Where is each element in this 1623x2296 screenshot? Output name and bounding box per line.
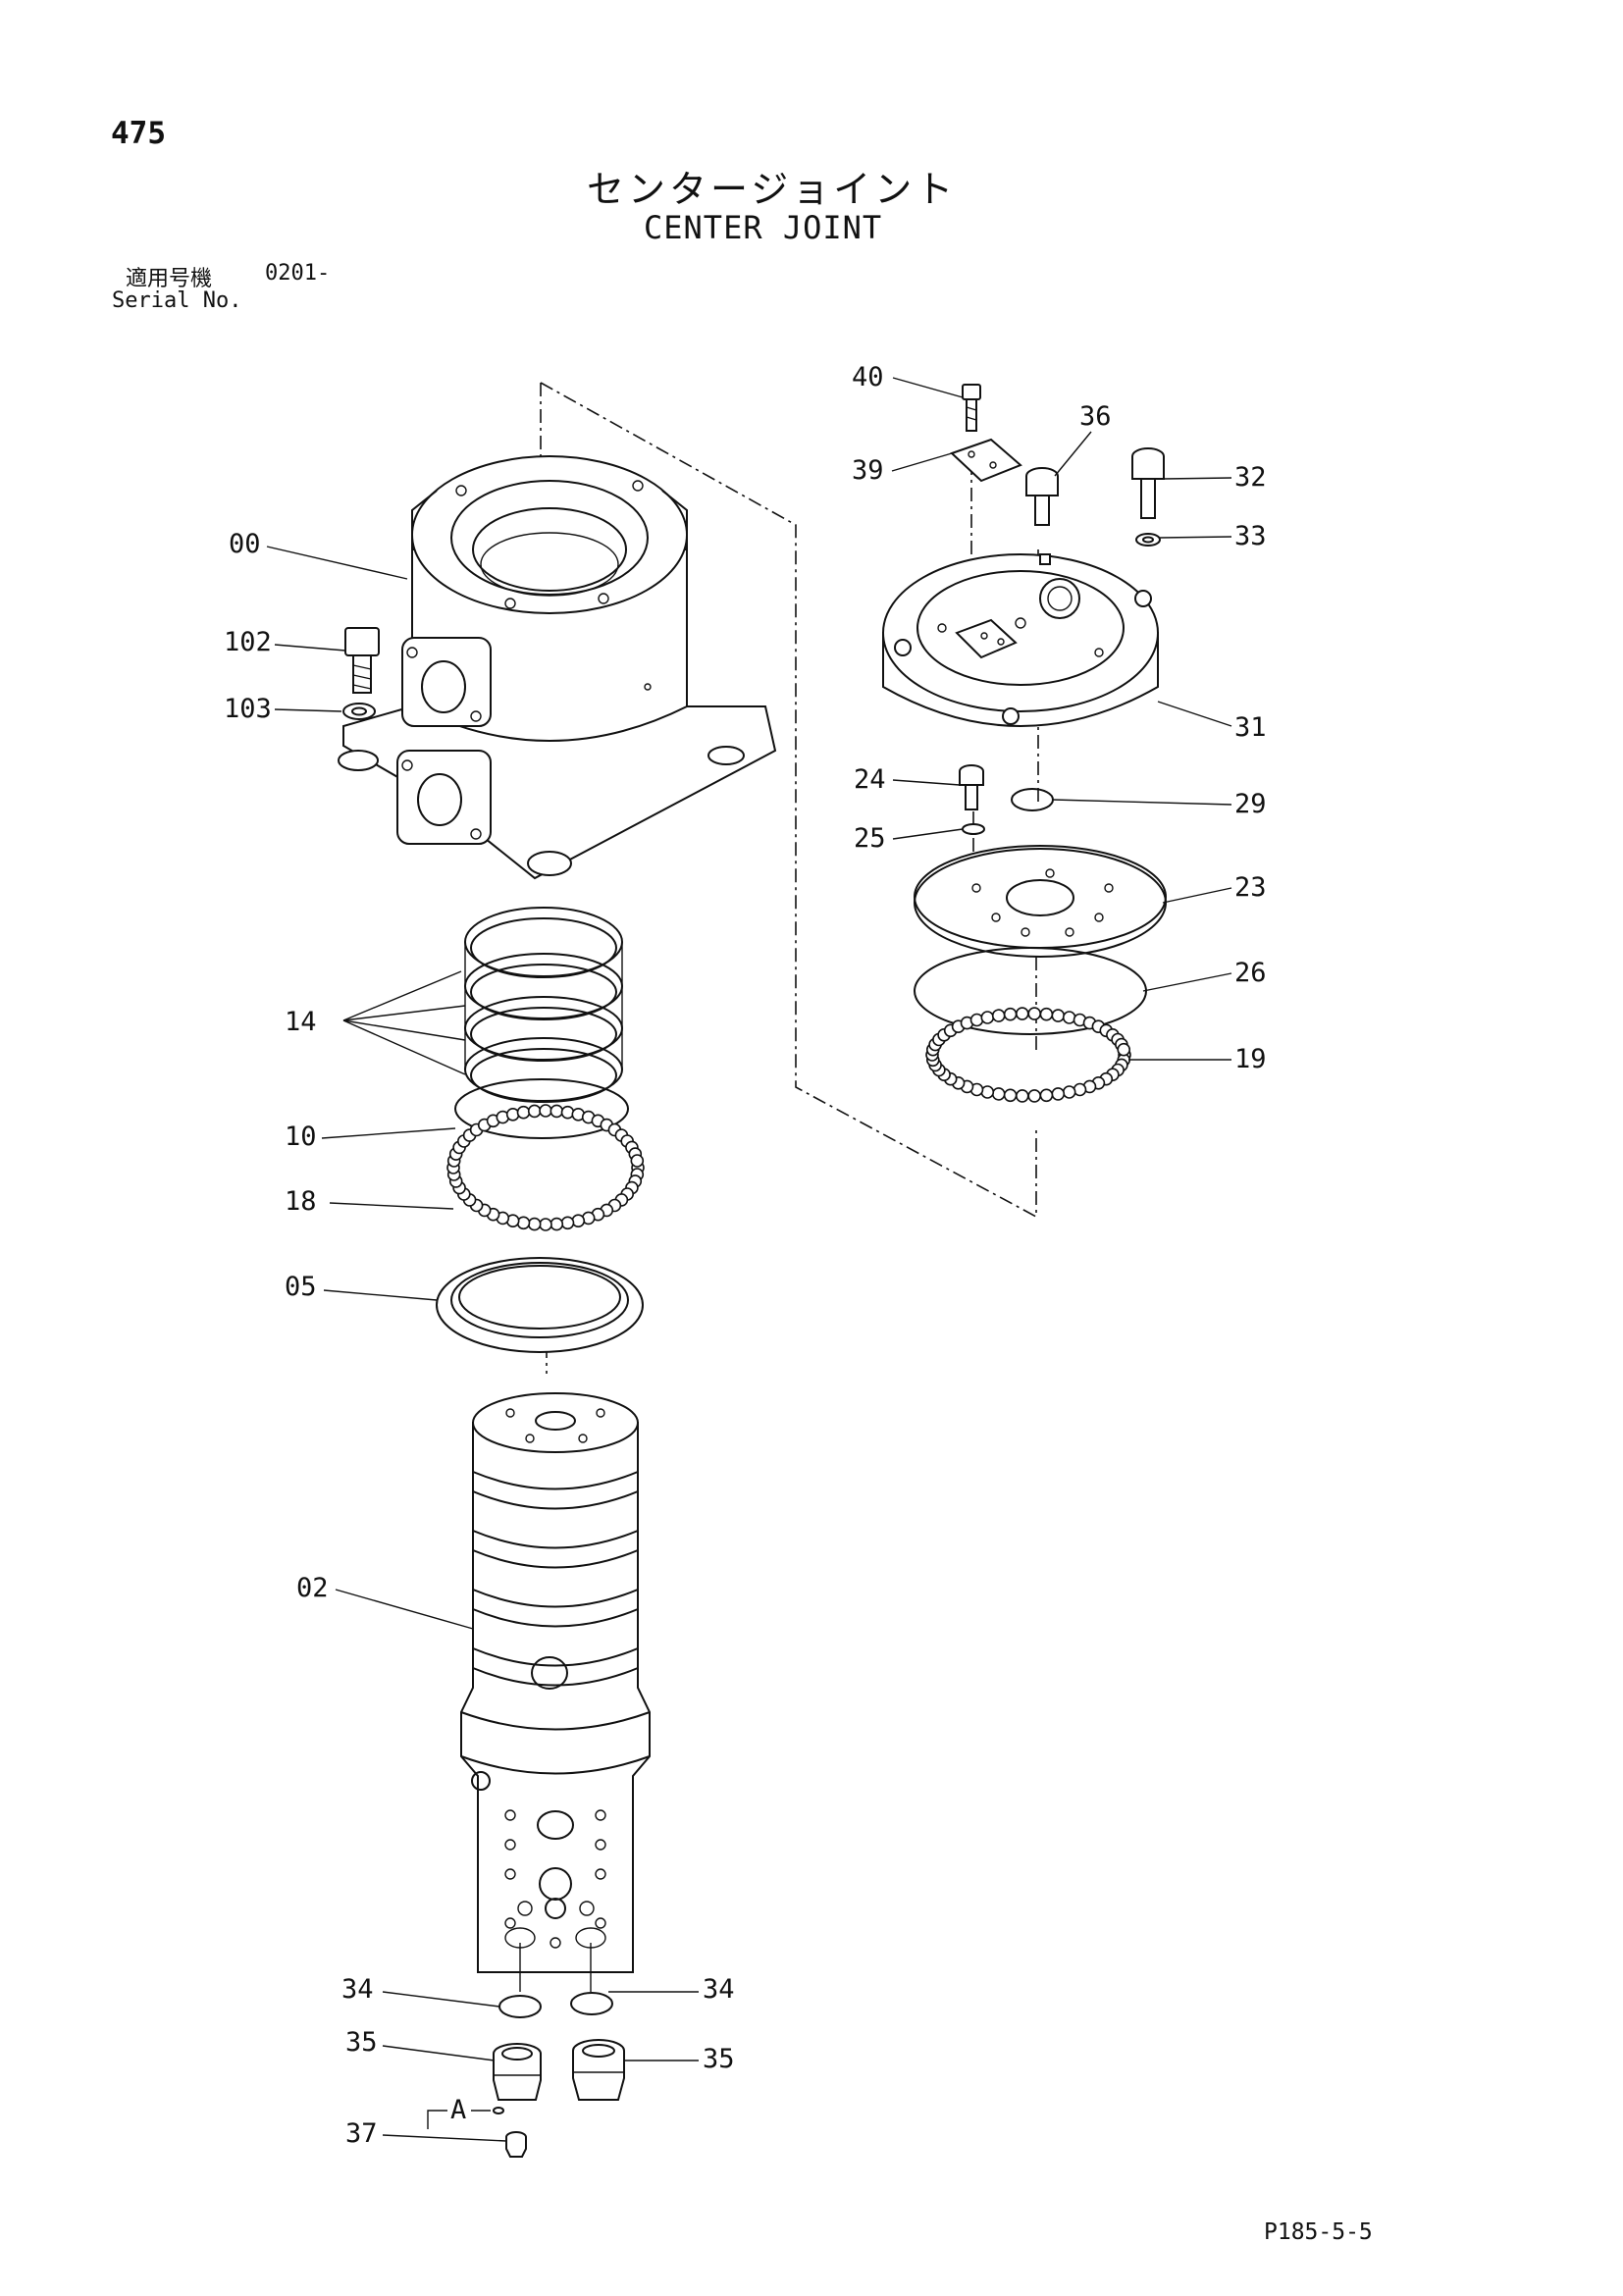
steel-ball bbox=[539, 1104, 552, 1118]
part-32-bolt bbox=[1131, 447, 1165, 519]
steel-ball bbox=[516, 1216, 531, 1230]
steel-ball bbox=[1016, 1089, 1029, 1103]
serial-label-japanese: 適用号機 bbox=[126, 267, 213, 291]
callout-19: 19 bbox=[1234, 1044, 1267, 1074]
steel-ball bbox=[991, 1087, 1006, 1101]
steel-ball bbox=[539, 1218, 552, 1231]
steel-ball bbox=[1117, 1042, 1130, 1057]
callout-37: 37 bbox=[345, 2118, 378, 2149]
part-18-steel-balls bbox=[446, 1104, 645, 1231]
part-24-bolt bbox=[959, 764, 984, 810]
callout-00: 00 bbox=[229, 529, 261, 559]
part-33-washer bbox=[1135, 533, 1161, 547]
steel-ball bbox=[527, 1217, 542, 1231]
steel-ball bbox=[1051, 1009, 1066, 1022]
part-31-cover bbox=[882, 553, 1159, 727]
part-39-plate bbox=[950, 438, 1022, 483]
callout-35-left: 35 bbox=[345, 2027, 378, 2058]
steel-ball bbox=[980, 1011, 995, 1024]
steel-ball bbox=[1003, 1007, 1018, 1021]
callout-39: 39 bbox=[852, 455, 884, 486]
steel-ball bbox=[1039, 1007, 1054, 1021]
part-00-housing bbox=[338, 455, 777, 880]
callout-103: 103 bbox=[224, 694, 272, 724]
callout-36: 36 bbox=[1079, 401, 1112, 432]
part-40-bolt bbox=[962, 384, 981, 432]
steel-ball bbox=[571, 1214, 586, 1227]
serial-label: Serial No. bbox=[112, 288, 242, 313]
steel-ball bbox=[630, 1154, 645, 1168]
steel-ball bbox=[560, 1105, 575, 1120]
callout-31: 31 bbox=[1234, 712, 1267, 743]
callout-33: 33 bbox=[1234, 521, 1267, 551]
steel-ball bbox=[1062, 1085, 1076, 1099]
steel-ball bbox=[1073, 1082, 1087, 1097]
callout-25: 25 bbox=[854, 823, 886, 854]
steel-ball bbox=[516, 1105, 531, 1120]
callout-02: 02 bbox=[296, 1573, 329, 1603]
steel-ball bbox=[550, 1217, 564, 1231]
part-25-washer bbox=[962, 823, 985, 835]
page-title-japanese: センタージョイント bbox=[587, 168, 958, 211]
callout-35-right: 35 bbox=[703, 2044, 735, 2074]
reference-code: P185-5-5 bbox=[1264, 2219, 1373, 2245]
steel-ball bbox=[1003, 1088, 1018, 1103]
steel-ball bbox=[1062, 1011, 1076, 1024]
part-19-steel-balls bbox=[925, 1007, 1131, 1103]
callout-34-left: 34 bbox=[341, 1974, 374, 2005]
part-103-washer bbox=[342, 703, 376, 720]
steel-ball bbox=[1039, 1088, 1054, 1103]
steel-ball bbox=[550, 1104, 564, 1119]
callout-14: 14 bbox=[285, 1007, 317, 1037]
steel-ball bbox=[1027, 1089, 1041, 1103]
callout-10: 10 bbox=[285, 1122, 317, 1152]
steel-ball bbox=[991, 1009, 1006, 1022]
callout-leader-lines bbox=[266, 377, 1232, 2142]
part-35-plug-right bbox=[572, 2039, 625, 2101]
steel-ball bbox=[1027, 1007, 1041, 1020]
callout-32: 32 bbox=[1234, 462, 1267, 493]
steel-ball bbox=[505, 1108, 520, 1122]
detail-a-label: A bbox=[450, 2095, 466, 2125]
callout-18: 18 bbox=[285, 1186, 317, 1217]
steel-ball bbox=[527, 1104, 542, 1119]
steel-ball bbox=[1051, 1087, 1066, 1101]
serial-number-value: 0201- bbox=[265, 261, 331, 286]
callout-29: 29 bbox=[1234, 789, 1267, 819]
detail-a-marker bbox=[427, 2107, 504, 2129]
callout-26: 26 bbox=[1234, 958, 1267, 988]
part-02-spindle bbox=[460, 1392, 651, 1992]
part-29-o-ring bbox=[1011, 788, 1054, 811]
part-05-seal bbox=[436, 1257, 644, 1353]
page-number: 475 bbox=[111, 116, 166, 151]
page-title: CENTER JOINT bbox=[644, 209, 883, 246]
callout-23: 23 bbox=[1234, 872, 1267, 903]
steel-ball bbox=[560, 1216, 575, 1230]
part-14-seal-rings bbox=[464, 907, 623, 1103]
callout-40: 40 bbox=[852, 362, 884, 392]
part-26-ring bbox=[914, 947, 1147, 1035]
steel-ball bbox=[980, 1085, 995, 1099]
part-102-bolt bbox=[344, 627, 380, 694]
steel-ball bbox=[1016, 1007, 1029, 1020]
callout-102: 102 bbox=[224, 627, 272, 657]
part-23-plate bbox=[914, 845, 1167, 958]
part-37-small-plug bbox=[505, 2131, 527, 2158]
part-34-o-ring-left bbox=[498, 1995, 542, 2018]
callout-05: 05 bbox=[285, 1272, 317, 1302]
steel-ball bbox=[969, 1013, 984, 1027]
callout-34-right: 34 bbox=[703, 1974, 735, 2005]
part-35-plug-left bbox=[493, 2043, 542, 2101]
callout-24: 24 bbox=[854, 764, 886, 795]
callout-labels: 00 102 103 14 10 18 05 02 34 34 35 35 37… bbox=[224, 362, 1267, 2149]
part-36-bolt bbox=[1025, 467, 1059, 526]
part-34-o-ring-right bbox=[570, 1992, 613, 2015]
part-10-ring bbox=[454, 1078, 629, 1139]
